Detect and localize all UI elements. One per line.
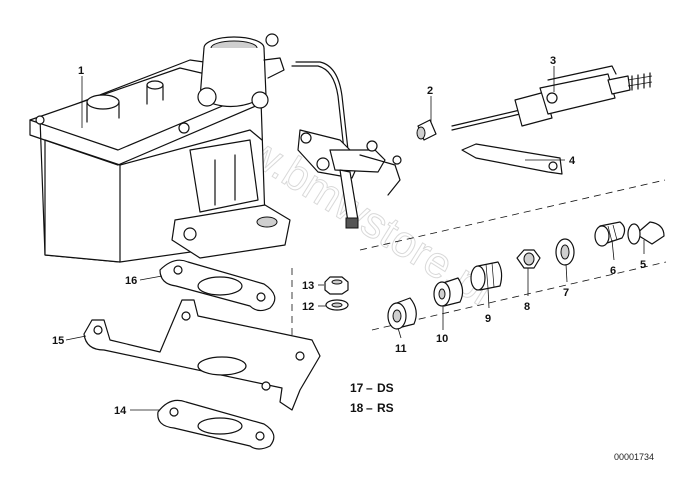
callout-11: 11 [395, 343, 407, 355]
callout-8: 8 [524, 301, 530, 313]
diagram-reference-number: 00001734 [614, 452, 654, 462]
part-1-carburettor-body [29, 33, 291, 263]
callout-9: 9 [485, 313, 491, 325]
callout-leaders [65, 66, 645, 411]
legend-number: 18 [350, 401, 364, 415]
part-15-bracket-plate [83, 299, 321, 411]
callout-15: 15 [52, 335, 64, 347]
callout-4: 4 [569, 155, 576, 167]
part-4-bracket [461, 143, 563, 175]
callout-2: 2 [427, 85, 433, 97]
callout-14: 14 [114, 405, 127, 417]
part-10-bushing [433, 277, 464, 307]
callout-6: 6 [610, 265, 616, 277]
legend-number: 17 [350, 381, 364, 395]
callout-labels: 1 2 3 4 5 6 7 8 9 10 11 12 13 14 15 16 [52, 55, 646, 417]
callout-10: 10 [436, 333, 448, 345]
choke-linkage [291, 61, 402, 229]
part-14-gasket [157, 399, 275, 450]
callout-16: 16 [125, 275, 137, 287]
callout-7: 7 [563, 287, 569, 299]
callout-13: 13 [302, 280, 314, 292]
part-8-nut [516, 249, 541, 269]
legend-dash: – [366, 401, 373, 415]
part-6-threaded-bushing [594, 221, 626, 247]
part-12-washer [325, 299, 349, 311]
variant-legend: 17 – DS 18 – RS [350, 381, 394, 415]
legend-row-17: 17 – DS [350, 381, 394, 395]
part-13-hex-nut [324, 276, 349, 295]
part-7-washer [555, 238, 575, 266]
legend-dash: – [366, 381, 373, 395]
callout-1: 1 [78, 65, 84, 77]
legend-code: DS [377, 381, 394, 395]
part-9-threaded-sleeve [470, 261, 503, 291]
callout-3: 3 [550, 55, 556, 67]
legend-row-18: 18 – RS [350, 401, 394, 415]
part-2-bushing [416, 119, 437, 141]
legend-code: RS [377, 401, 394, 415]
part-5-knob [627, 221, 665, 245]
part-11-cap [387, 297, 417, 330]
part-16-flange-gasket [159, 259, 276, 312]
part-3-choke-cable [451, 65, 653, 131]
callout-12: 12 [302, 301, 314, 313]
callout-5: 5 [640, 259, 646, 271]
